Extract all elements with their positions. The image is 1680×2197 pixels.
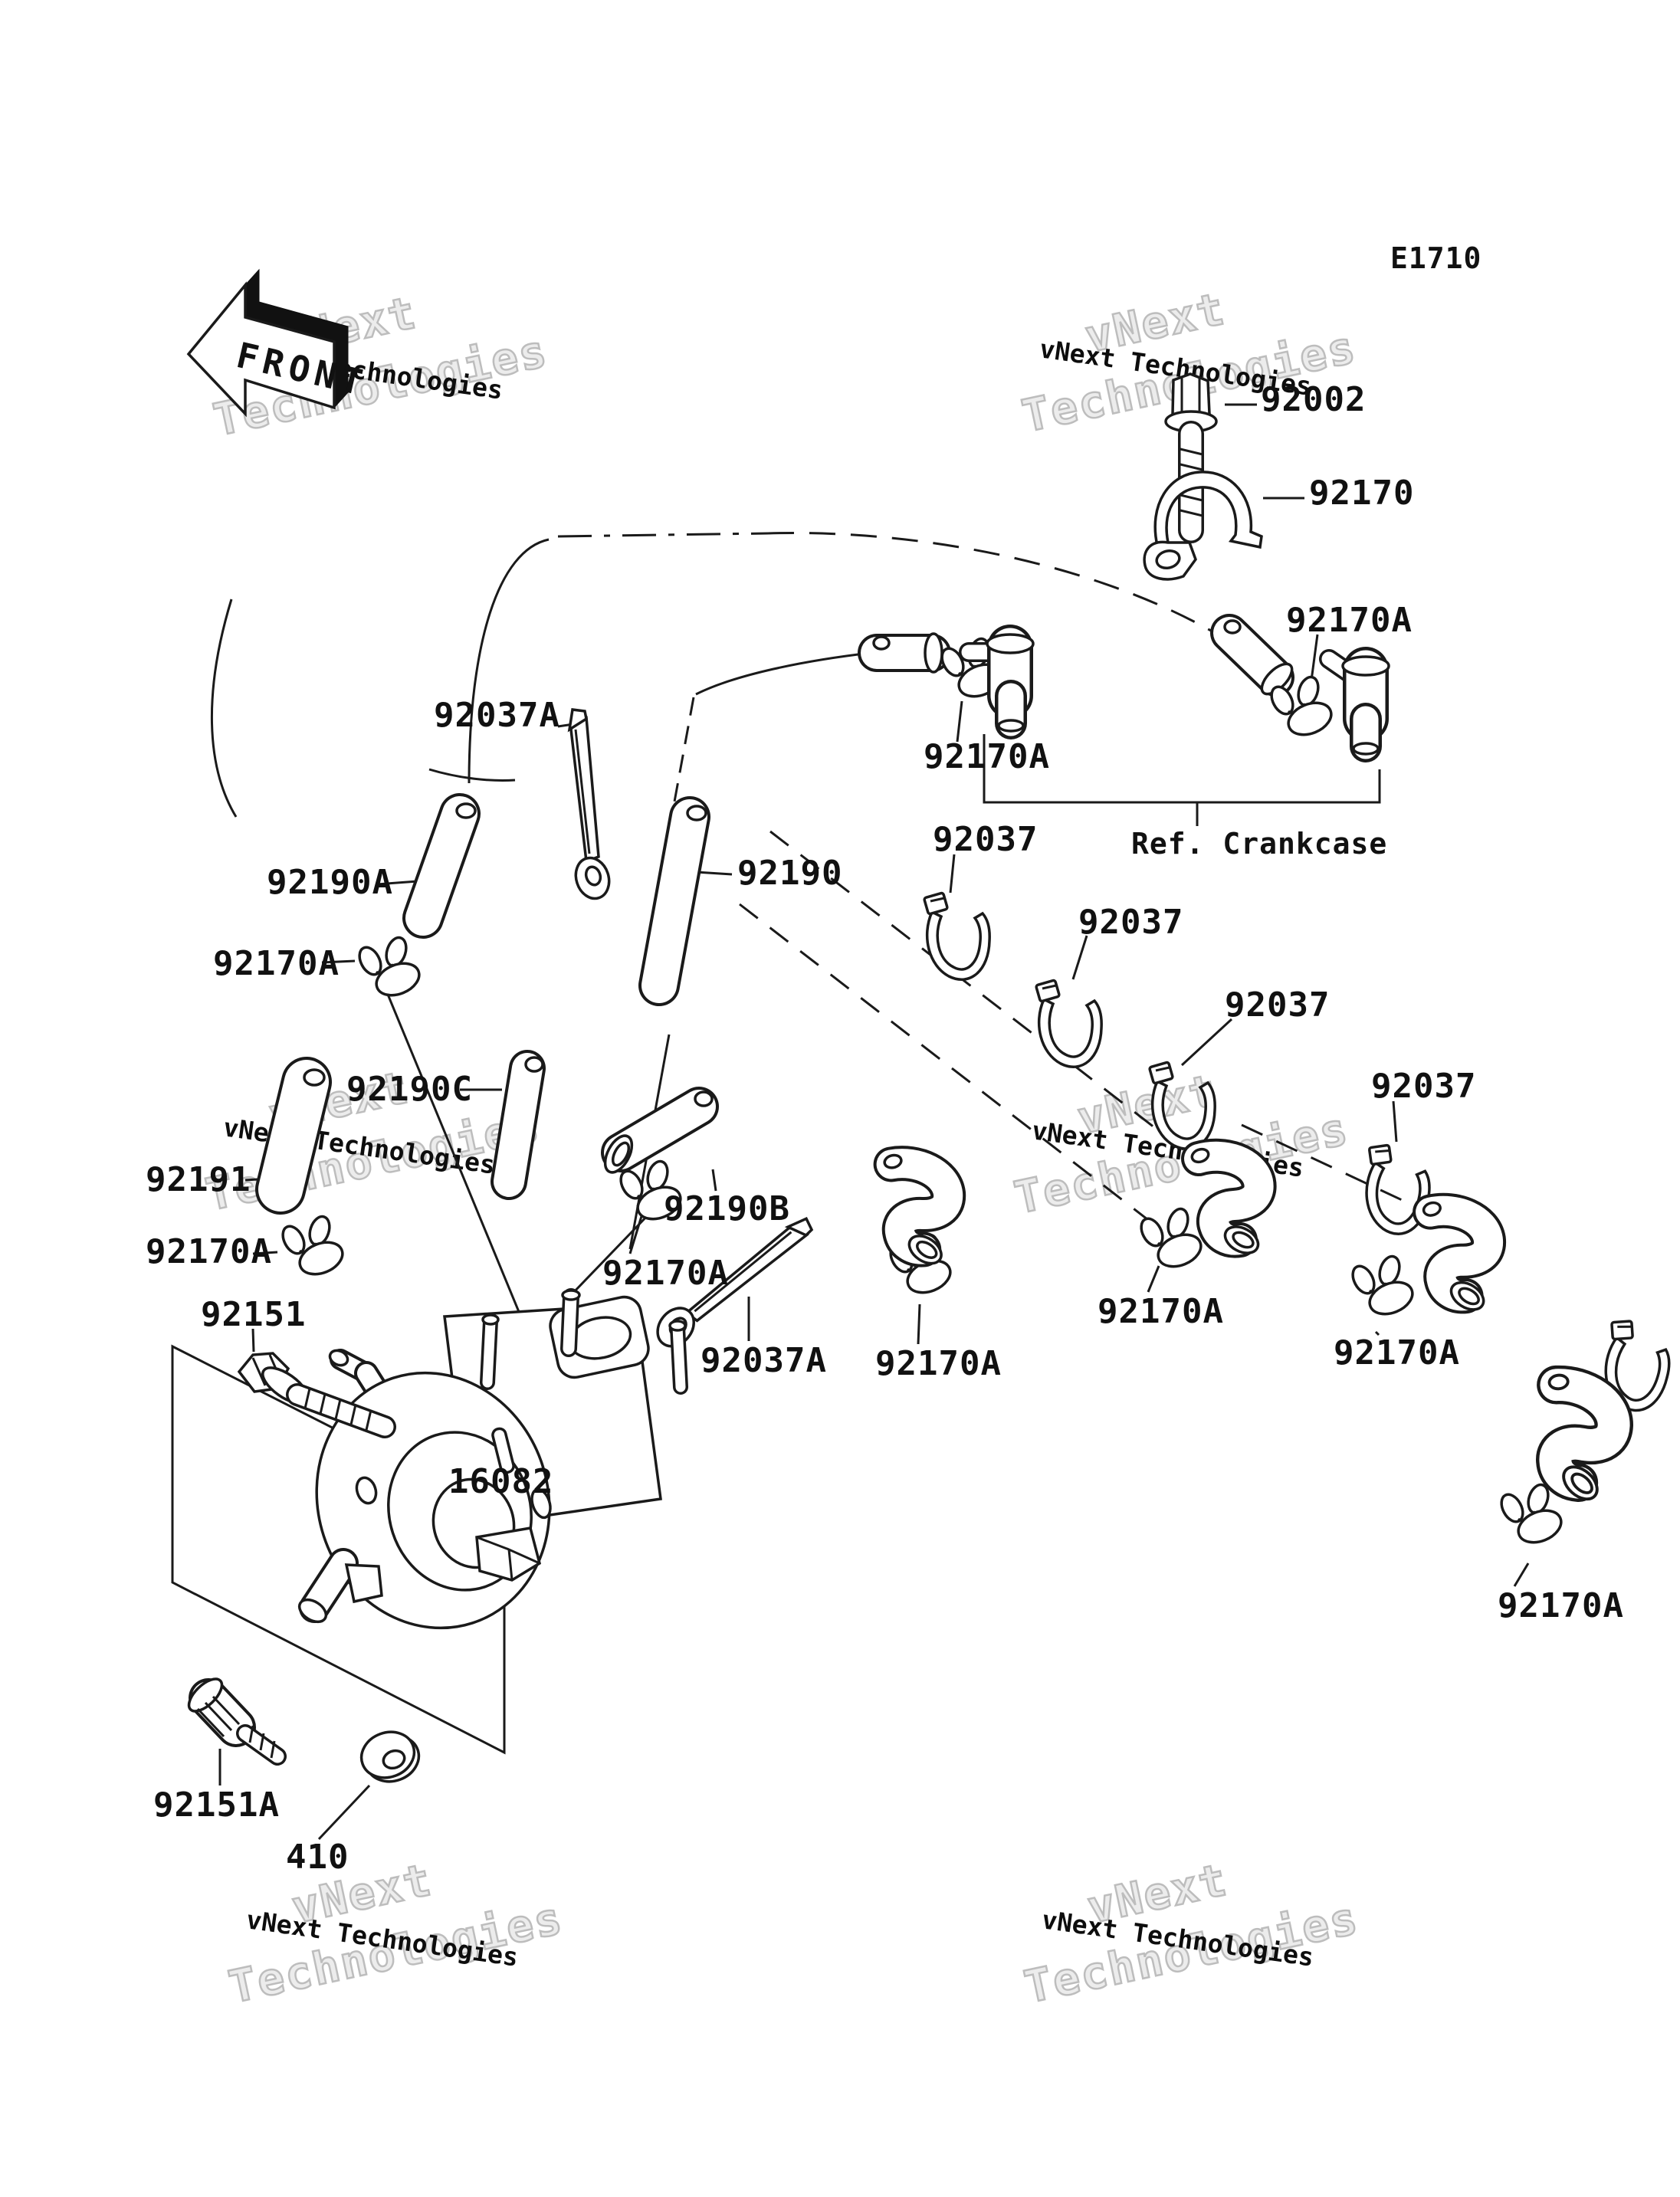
clamp-drawing bbox=[353, 933, 425, 1003]
bolt-92151-drawing bbox=[237, 1352, 396, 1438]
part-label-92170A: 92170A bbox=[602, 1254, 729, 1293]
clamp-drawing bbox=[1347, 1252, 1419, 1322]
part-label-92037: 92037 bbox=[933, 820, 1039, 859]
part-label-92170A: 92170A bbox=[1334, 1333, 1460, 1372]
screw-92151A-drawing bbox=[187, 1677, 287, 1766]
part-label-410: 410 bbox=[286, 1838, 349, 1877]
hose-drawing bbox=[872, 1152, 956, 1270]
part-label-92190: 92190 bbox=[737, 854, 843, 893]
part-label-92170A: 92170A bbox=[146, 1232, 272, 1271]
tube-92190A-drawing bbox=[402, 793, 481, 939]
part-label-92191: 92191 bbox=[146, 1160, 251, 1199]
clamp-drawing bbox=[277, 1212, 349, 1282]
part-label-92002: 92002 bbox=[1261, 380, 1367, 419]
part-label-92190A: 92190A bbox=[267, 863, 393, 902]
part-label-16082: 16082 bbox=[448, 1462, 554, 1501]
part-label-92037: 92037 bbox=[1371, 1067, 1477, 1106]
cable-tie-drawing bbox=[1147, 1061, 1216, 1150]
part-label-92151A: 92151A bbox=[153, 1785, 280, 1825]
part-label-E1710: E1710 bbox=[1390, 241, 1482, 275]
vent-tube-top-center bbox=[858, 632, 951, 674]
tube-92190-drawing bbox=[638, 796, 710, 1006]
part-label-92190B: 92190B bbox=[664, 1189, 790, 1228]
clamp-drawing bbox=[1135, 1205, 1207, 1274]
front-arrow: FRONT bbox=[186, 268, 372, 418]
part-label-92170A: 92170A bbox=[924, 737, 1050, 776]
part-label-92037: 92037 bbox=[1078, 903, 1184, 942]
elbow-fitting-right bbox=[1319, 647, 1390, 762]
part-label-92170A: 92170A bbox=[875, 1344, 1002, 1383]
tube-92190C-drawing bbox=[491, 1050, 546, 1200]
elbow-fitting-center bbox=[959, 625, 1035, 739]
leader-lines bbox=[218, 403, 1530, 1841]
part-label-92170A: 92170A bbox=[1098, 1292, 1224, 1331]
routing-lines bbox=[211, 532, 1413, 1379]
part-label-92190C: 92190C bbox=[346, 1070, 473, 1109]
part-label-Ref-Crankcase: Ref. Crankcase bbox=[1131, 827, 1388, 861]
hose-drawing bbox=[1415, 1200, 1495, 1317]
tube-92191-drawing bbox=[255, 1057, 332, 1215]
clamp-bracket-92170-drawing bbox=[1143, 471, 1263, 581]
part-label-92170A: 92170A bbox=[1286, 601, 1413, 640]
part-label-92151: 92151 bbox=[201, 1295, 307, 1334]
part-label-92037A: 92037A bbox=[434, 696, 560, 735]
washer-410-drawing bbox=[359, 1730, 421, 1783]
cable-tie-drawing bbox=[1034, 979, 1103, 1068]
vent-tube-top-right bbox=[1210, 614, 1294, 697]
oil-pump-16082-drawing bbox=[297, 1288, 688, 1630]
cable-tie-drawing bbox=[922, 891, 991, 981]
part-label-92037A: 92037A bbox=[701, 1341, 827, 1380]
strap-tie-drawing bbox=[568, 708, 616, 904]
part-label-92037: 92037 bbox=[1225, 985, 1331, 1025]
bolt-92002-drawing bbox=[1164, 372, 1218, 543]
part-label-92170: 92170 bbox=[1309, 474, 1415, 513]
tube-92190B-drawing bbox=[601, 1087, 719, 1174]
part-label-92170A: 92170A bbox=[1498, 1586, 1624, 1625]
part-label-92170A: 92170A bbox=[213, 944, 340, 983]
